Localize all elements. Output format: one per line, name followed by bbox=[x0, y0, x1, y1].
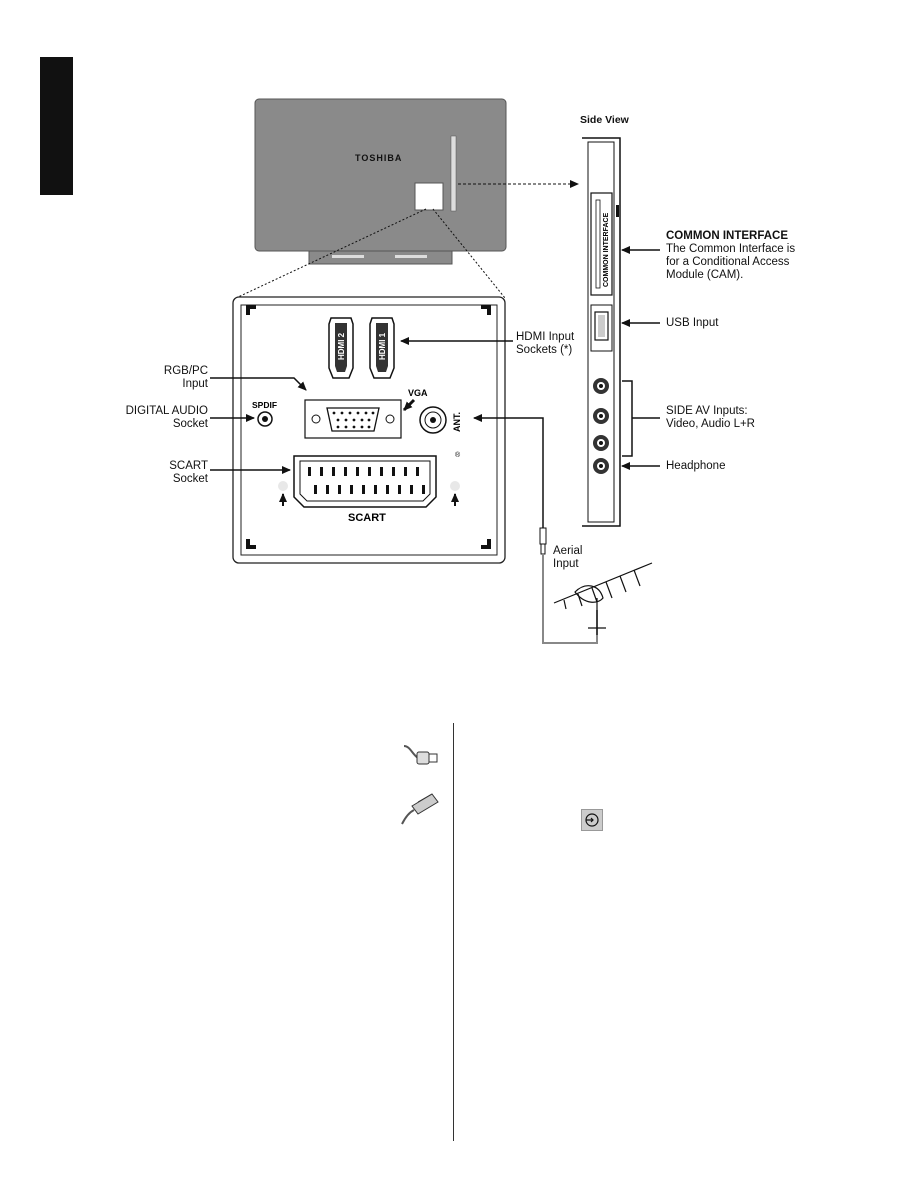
scart-pin bbox=[308, 467, 311, 476]
tv-illustration bbox=[254, 98, 507, 265]
usb-input-label: USB Input bbox=[666, 317, 719, 329]
scart-pin bbox=[338, 485, 341, 494]
ant-label: ANT. bbox=[452, 412, 462, 432]
scart-pin bbox=[380, 467, 383, 476]
headphone-label: Headphone bbox=[666, 460, 726, 472]
scart-pin bbox=[416, 467, 419, 476]
spdif-label: SPDIF bbox=[252, 400, 277, 410]
scart-pin bbox=[386, 485, 389, 494]
input-source-icon bbox=[581, 809, 603, 831]
scart-pin bbox=[368, 467, 371, 476]
hdmi2-label: HDMI 2 bbox=[337, 332, 346, 360]
scart-pin bbox=[410, 485, 413, 494]
scart-pin bbox=[320, 467, 323, 476]
scart-pin bbox=[326, 485, 329, 494]
scart-plug-icon bbox=[401, 793, 439, 825]
side-view: COMMON INTERFACE bbox=[582, 137, 621, 527]
column-divider bbox=[453, 723, 454, 1141]
back-panel: HDMI 2 HDMI 1 VGA SPDIF ANT. ® bbox=[232, 296, 506, 564]
side-view-title: Side View bbox=[580, 114, 629, 126]
ci-slot-text: COMMON INTERFACE bbox=[603, 212, 610, 287]
aerial-plug-icon bbox=[403, 745, 438, 765]
common-interface-label: COMMON INTERFACE The Common Interface is… bbox=[666, 230, 796, 281]
connection-diagram: HDMI 2 HDMI 1 VGA SPDIF ANT. ® bbox=[210, 98, 660, 644]
scart-pin bbox=[350, 485, 353, 494]
scart-pin bbox=[362, 485, 365, 494]
scart-text: SCART bbox=[348, 512, 386, 524]
scart-pin bbox=[422, 485, 425, 494]
scart-pin bbox=[398, 485, 401, 494]
scart-pin bbox=[392, 467, 395, 476]
scart-pin bbox=[404, 467, 407, 476]
side-av-label: SIDE AV Inputs:Video, Audio L+R bbox=[666, 405, 755, 430]
scart-pin bbox=[344, 467, 347, 476]
svg-text:®: ® bbox=[455, 451, 461, 459]
scart-pin bbox=[356, 467, 359, 476]
language-tab bbox=[40, 57, 73, 195]
aerial-antenna bbox=[553, 562, 653, 635]
hdmi1-label: HDMI 1 bbox=[378, 332, 387, 360]
scart-pin bbox=[374, 485, 377, 494]
scart-pin bbox=[332, 467, 335, 476]
scart-pin bbox=[314, 485, 317, 494]
tv-brand: TOSHIBA bbox=[355, 153, 403, 163]
vga-label: VGA bbox=[408, 388, 428, 398]
